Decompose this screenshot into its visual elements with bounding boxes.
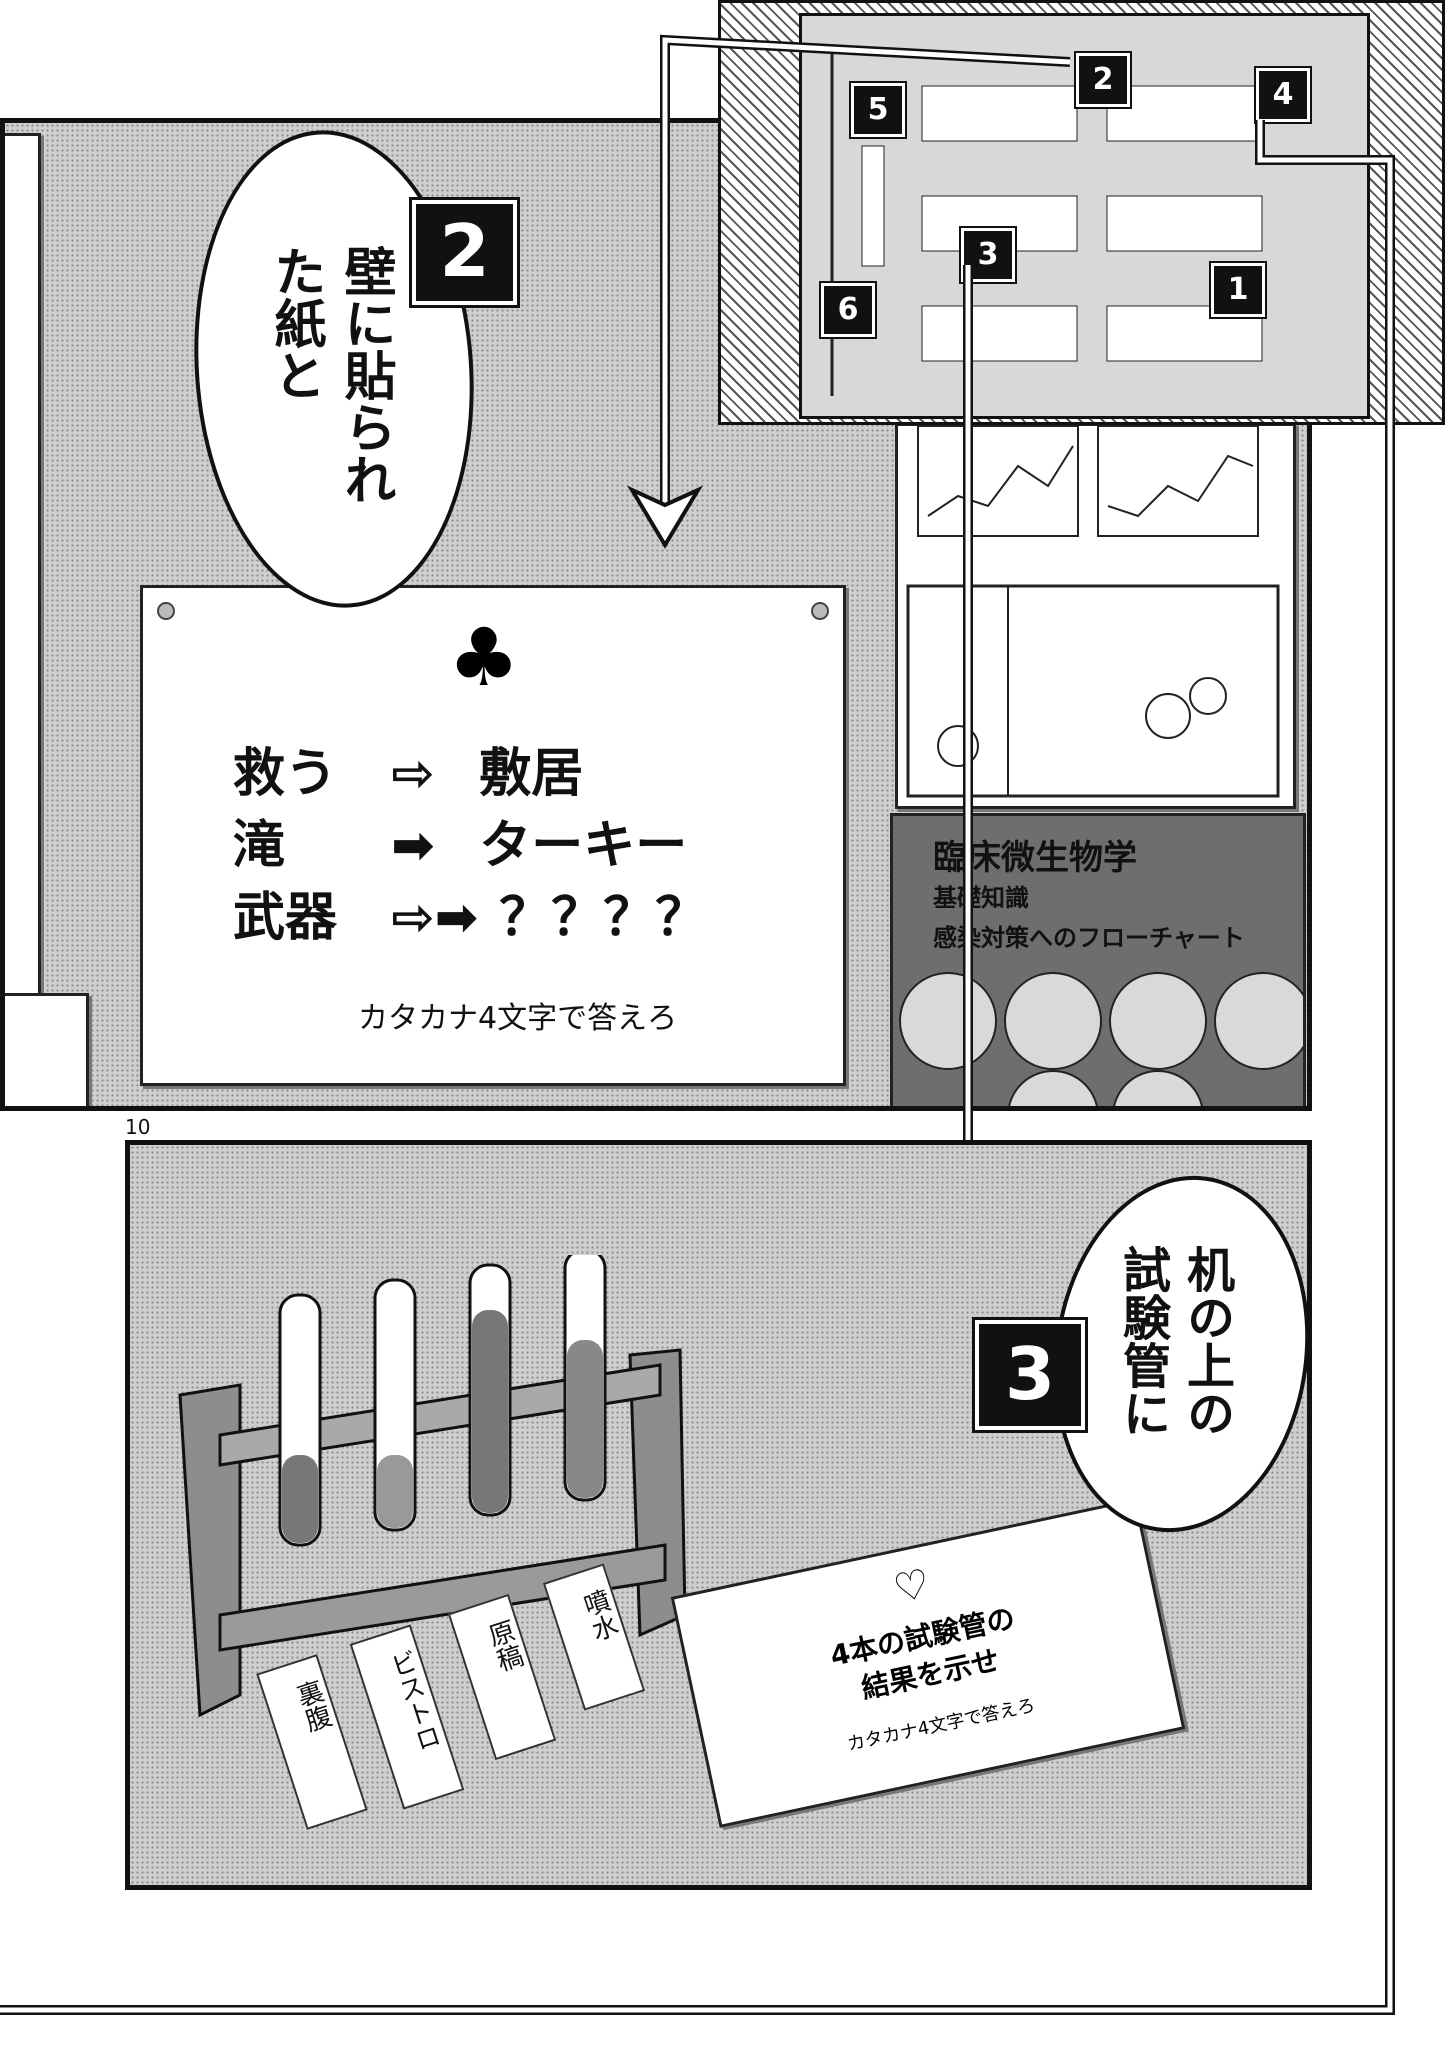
test-tube [278,1293,322,1547]
riddle-line-2-left: 滝 [233,816,286,876]
test-tube [468,1263,512,1517]
club-riddle-paper: ♣ 救う ⇨ 敷居 滝 ➡ ターキー 武器 ⇨➡ ？？？？ カタカナ4文字で答え… [140,585,846,1086]
marker-badge-3: 3 [972,1317,1088,1433]
map-marker-5: 5 [849,81,907,139]
science-poster [895,423,1296,809]
balloon-top-text: 壁に貼られた紙と [265,245,395,505]
arrow-icon: ➡ [391,816,435,876]
left-lower-paper [5,993,89,1106]
pin-icon [811,602,829,620]
poster-graph [906,425,1280,798]
riddle-note: カタカナ4文字で答えろ [358,1001,678,1036]
riddle-line-3-left: 武器 [233,888,338,948]
floor-map: 5 2 4 3 1 6 [718,0,1445,425]
riddle-line-3-right: ？？？？ [499,888,708,948]
club-suit-icon: ♣ [448,611,520,704]
pin-icon [157,602,175,620]
marker-badge-2: 2 [409,197,520,308]
riddle-line-1-right: 敷居 [479,744,584,804]
map-desks [830,46,1263,396]
map-marker-4: 4 [1254,66,1312,124]
test-tube-rack [178,1255,687,1718]
riddle-line-2-right: ターキー [479,816,688,876]
arrow-icon: ⇨ [391,744,435,804]
balloon-bottom-text: 机の上の試験管に [1114,1245,1234,1437]
test-tube [563,1255,607,1502]
riddle-line-1-left: 救う [233,744,338,804]
map-marker-2: 2 [1074,51,1132,109]
riddle-line-1: 救う ⇨ 敷居 [233,738,707,810]
test-tube [373,1278,417,1532]
arrow-icon: ⇨➡ [391,888,479,948]
poster-title-line-3: 感染対策へのフローチャート [933,924,1245,952]
page-number: 10 [125,1115,151,1139]
riddle-line-3: 武器 ⇨➡ ？？？？ [233,882,707,954]
riddle-lines: 救う ⇨ 敷居 滝 ➡ ターキー 武器 ⇨➡ ？？？？ [233,738,707,954]
riddle-line-2: 滝 ➡ ターキー [233,810,707,882]
map-marker-6: 6 [819,281,877,339]
map-marker-1: 1 [1209,261,1267,319]
poster-title-line-2: 基礎知識 [933,884,1029,912]
